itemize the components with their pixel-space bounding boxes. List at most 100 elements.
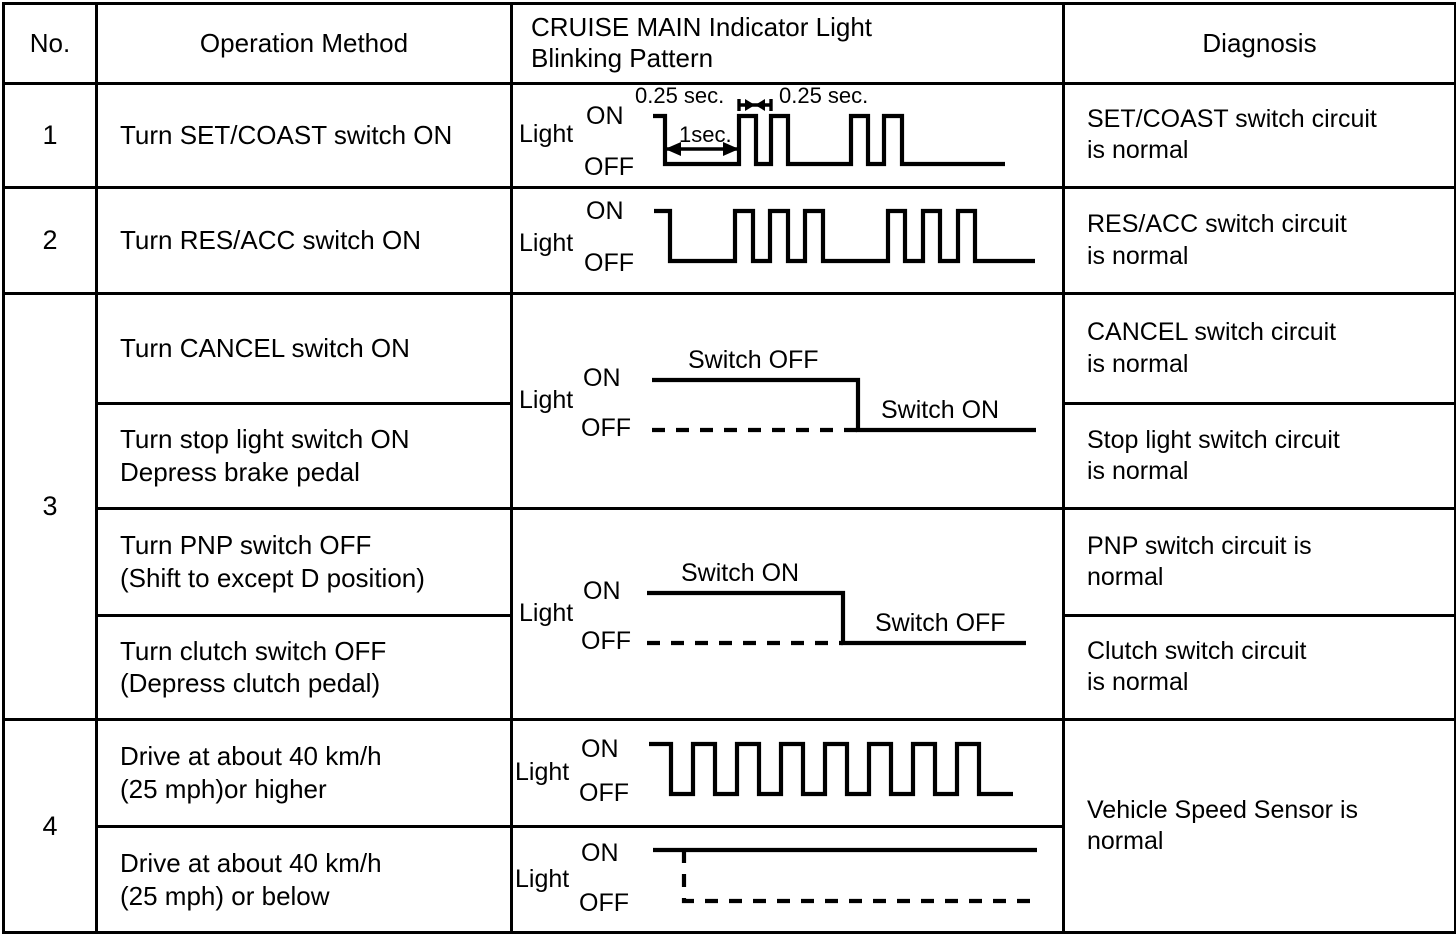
annotation-switch-off: Switch OFF <box>688 346 819 374</box>
waveform-label-light: Light <box>515 758 569 786</box>
row-1-operation: Turn SET/COAST switch ON <box>95 81 513 189</box>
row-3a-operation: Turn CANCEL switch ON <box>95 292 513 405</box>
annotation-quarter-sec-right: 0.25 sec. <box>779 85 868 108</box>
row-2-operation: Turn RES/ACC switch ON <box>95 185 513 296</box>
table-header-row: No. Operation Method CRUISE MAIN Indicat… <box>2 2 1456 85</box>
row-4a-operation-line1: Drive at about 40 km/h <box>120 741 382 772</box>
waveform-label-light: Light <box>519 120 573 148</box>
row-3c-diagnosis: PNP switch circuit is normal <box>1062 507 1456 617</box>
row-4b-waveform-cell: Light ON OFF <box>510 825 1065 934</box>
row-3d-diagnosis-line2: is normal <box>1087 668 1189 697</box>
table-row-3d: Turn clutch switch OFF (Depress clutch p… <box>4 613 1456 722</box>
row-1-no: 1 <box>2 81 98 189</box>
row-3c-operation-line2: (Shift to except D position) <box>120 563 425 594</box>
row-4b-operation-line1: Drive at about 40 km/h <box>120 847 382 878</box>
waveform-label-off: OFF <box>584 153 634 181</box>
row-2-diagnosis-line2: is normal <box>1087 241 1189 270</box>
row-4-diagnosis-line2: normal <box>1087 827 1164 856</box>
header-blinking-pattern-line2: Blinking Pattern <box>531 43 714 74</box>
row-3b-diagnosis-line1: Stop light switch circuit <box>1087 425 1340 454</box>
row-2-diagnosis: RES/ACC switch circuit is normal <box>1062 185 1456 296</box>
table-row-4b: Drive at about 40 km/h (25 mph) or below… <box>4 825 1456 934</box>
header-blinking-pattern: CRUISE MAIN Indicator Light Blinking Pat… <box>510 2 1065 85</box>
row-4a-operation-line2: (25 mph)or higher <box>120 774 327 805</box>
row-4-diagnosis: Vehicle Speed Sensor is normal <box>1062 718 1456 934</box>
row-3b-operation: Turn stop light switch ON Depress brake … <box>95 401 513 511</box>
waveform-label-off: OFF <box>579 779 629 807</box>
row3-step-b: Light ON OFF Switch ON Switch OFF <box>519 559 1026 655</box>
row-3c-operation-line1: Turn PNP switch OFF <box>120 530 372 561</box>
row-2-no: 2 <box>2 185 98 296</box>
row-3b-operation-line2: Depress brake pedal <box>120 457 360 488</box>
table-row-4a: 4 Drive at about 40 km/h (25 mph)or high… <box>2 718 1456 934</box>
annotation-switch-on: Switch ON <box>681 559 799 587</box>
waveform-label-on: ON <box>586 102 624 130</box>
row-4a-operation: Drive at about 40 km/h (25 mph)or higher <box>95 718 513 829</box>
row1-waveform-trace <box>653 114 1005 167</box>
row4-waveform-b: Light ON OFF <box>515 839 1037 917</box>
table-row-2: 2 Turn RES/ACC switch ON Light ON OFF RE… <box>2 185 1456 296</box>
row3a-step-trace <box>652 378 1036 433</box>
row-3c-diagnosis-line1: PNP switch circuit is <box>1087 531 1312 560</box>
row-4b-operation: Drive at about 40 km/h (25 mph) or below <box>95 825 513 934</box>
row-4-no: 4 <box>2 718 98 934</box>
row4a-waveform-trace <box>649 741 1013 796</box>
row-3d-diagnosis: Clutch switch circuit is normal <box>1062 613 1456 722</box>
one-sec-arrow <box>665 142 739 157</box>
row2-waveform: Light ON OFF <box>519 197 1035 277</box>
annotation-switch-off: Switch OFF <box>875 609 1006 637</box>
row-1-waveform-cell: Light ON OFF 0.25 sec. 0.25 sec. 1sec. <box>510 81 1065 189</box>
header-no: No. <box>2 2 98 85</box>
row-3b-operation-line1: Turn stop light switch ON <box>120 424 410 455</box>
table-row-3b: Turn stop light switch ON Depress brake … <box>4 401 1456 511</box>
annotation-quarter-sec-left: 0.25 sec. <box>635 85 724 108</box>
waveform-label-light: Light <box>519 229 573 257</box>
waveform-label-light: Light <box>515 865 569 893</box>
table-row-3a: 3 Turn CANCEL switch ON Light ON OFF Swi… <box>2 292 1456 722</box>
row-3b-diagnosis-line2: is normal <box>1087 457 1189 486</box>
waveform-label-off: OFF <box>581 627 631 655</box>
waveform-label-on: ON <box>583 364 621 392</box>
row4b-dashed-off-line <box>681 849 1037 903</box>
waveform-label-off: OFF <box>579 889 629 917</box>
waveform-label-on: ON <box>583 577 621 605</box>
waveform-label-off: OFF <box>581 414 631 442</box>
header-operation-method: Operation Method <box>95 2 513 85</box>
header-blinking-pattern-line1: CRUISE MAIN Indicator Light <box>531 12 873 43</box>
waveform-label-off: OFF <box>584 249 634 277</box>
waveform-label-light: Light <box>519 386 573 414</box>
annotation-switch-on: Switch ON <box>881 396 999 424</box>
row1-waveform: Light ON OFF 0.25 sec. 0.25 sec. 1sec. <box>519 85 1005 181</box>
row-3a-diagnosis-line2: is normal <box>1087 349 1189 378</box>
row-3d-operation: Turn clutch switch OFF (Depress clutch p… <box>95 613 513 722</box>
row-3c-operation: Turn PNP switch OFF (Shift to except D p… <box>95 507 513 617</box>
row-3c-diagnosis-line2: normal <box>1087 563 1164 592</box>
row-2-diagnosis-line1: RES/ACC switch circuit <box>1087 210 1347 239</box>
row4-waveform-a: Light ON OFF <box>515 735 1013 807</box>
row-3b-diagnosis: Stop light switch circuit is normal <box>1062 401 1456 511</box>
row-2-waveform-cell: Light ON OFF <box>510 185 1065 296</box>
row-3-step-cell-b: Light ON OFF Switch ON Switch OFF <box>510 507 1065 722</box>
row3-step-a: Light ON OFF Switch OFF Switch ON <box>519 346 1036 442</box>
row-1-diagnosis-line2: is normal <box>1087 136 1189 165</box>
annotation-one-sec: 1sec. <box>679 122 732 147</box>
waveform-label-on: ON <box>581 735 619 763</box>
row-3-no: 3 <box>2 292 98 722</box>
table-row-1: 1 Turn SET/COAST switch ON Light ON OFF … <box>2 81 1456 189</box>
header-diagnosis: Diagnosis <box>1062 2 1456 85</box>
row-1-diagnosis: SET/COAST switch circuit is normal <box>1062 81 1456 189</box>
row-4a-waveform-cell: Light ON OFF <box>510 718 1065 829</box>
row-3d-operation-line2: (Depress clutch pedal) <box>120 668 381 699</box>
waveform-label-light: Light <box>519 599 573 627</box>
row-4-diagnosis-line1: Vehicle Speed Sensor is <box>1087 795 1359 824</box>
waveform-label-on: ON <box>586 197 624 225</box>
row-1-diagnosis-line1: SET/COAST switch circuit <box>1087 104 1377 133</box>
row-4b-operation-line2: (25 mph) or below <box>120 880 330 911</box>
waveform-label-on: ON <box>581 839 619 867</box>
quarter-sec-arrow <box>737 99 773 112</box>
row-3a-diagnosis: CANCEL switch circuit is normal <box>1062 292 1456 405</box>
row-3d-diagnosis-line1: Clutch switch circuit <box>1087 636 1307 665</box>
row-3a-diagnosis-line1: CANCEL switch circuit <box>1087 318 1337 347</box>
